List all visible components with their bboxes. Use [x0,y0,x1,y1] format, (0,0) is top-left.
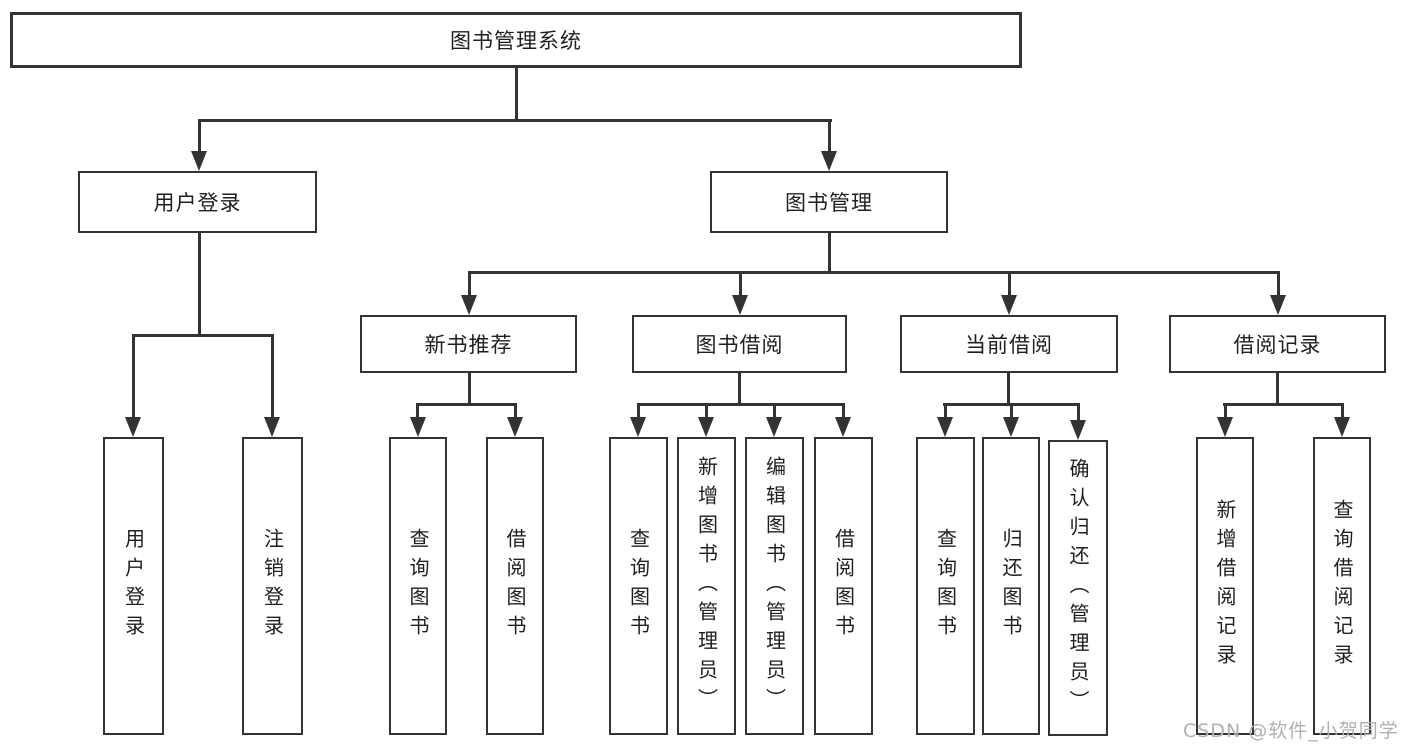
connector-drop-user-login [198,119,201,153]
connector-drop-recd-query [1341,403,1344,419]
leaf-recommend-borrow-books: 借阅图书 [486,437,544,735]
leaf-query-borrow-record-label: 查询借阅记录 [1330,499,1354,673]
leaf-confirm-return-admin: 确认归还（管理员） [1048,440,1108,736]
connector-book-mgmt-stem [828,233,831,274]
leaf-current-query-books-label: 查询图书 [933,528,958,644]
arrowhead-bor-edit [766,417,782,437]
node-current-borrow: 当前借阅 [900,315,1118,373]
arrowhead-bor-query [630,417,646,437]
node-new-book-recommend-label: 新书推荐 [424,333,513,357]
connector-drop-borrow [739,271,742,297]
node-book-borrow: 图书借阅 [632,315,847,373]
leaf-query-borrow-record: 查询借阅记录 [1313,437,1371,735]
arrowhead-rec-borrow [507,417,523,437]
node-borrow-records-label: 借阅记录 [1233,333,1322,357]
connector-recommend-crossbar [416,403,517,406]
connector-user-login-stem [198,233,201,336]
node-borrow-records: 借阅记录 [1169,315,1386,373]
arrowhead-bor-borrow [835,417,851,437]
leaf-borrow-books-label: 借阅图书 [831,528,856,644]
node-current-borrow-label: 当前借阅 [965,333,1053,357]
arrowhead-bor-add [698,417,714,437]
connector-level3-crossbar [468,271,1280,274]
connector-drop-bor-edit [773,403,776,419]
leaf-edit-books-admin: 编辑图书（管理员） [745,437,804,735]
leaf-current-query-books: 查询图书 [916,437,975,735]
csdn-watermark: CSDN @软件_小贺同学 [1183,720,1399,742]
arrowhead-cur-return [1003,417,1019,437]
connector-drop-recd-add [1224,403,1227,419]
leaf-add-books-admin: 新增图书（管理员） [677,437,736,735]
leaf-recommend-borrow-books-label: 借阅图书 [503,528,527,644]
arrowhead-leaf-login [125,417,141,437]
node-new-book-recommend: 新书推荐 [360,315,577,373]
connector-drop-bor-query [637,403,640,419]
arrowhead-recommend [461,295,477,315]
leaf-borrow-books: 借阅图书 [814,437,873,735]
connector-records-stem [1276,373,1279,406]
connector-drop-bor-add [705,403,708,419]
arrowhead-leaf-logout [264,417,280,437]
connector-drop-rec-borrow [514,403,517,419]
leaf-logout: 注销登录 [242,437,303,735]
connector-recommend-stem [468,373,471,406]
connector-drop-cur-confirm [1077,403,1080,422]
connector-user-login-crossbar [132,334,274,337]
arrowhead-user-login [191,151,207,171]
arrowhead-rec-query [410,417,426,437]
leaf-recommend-query-books: 查询图书 [389,437,447,735]
node-book-management-label: 图书管理 [785,191,873,215]
arrowhead-cur-confirm [1070,420,1086,440]
node-library-system-label: 图书管理系统 [450,29,582,53]
node-user-login: 用户登录 [78,171,317,233]
arrowhead-current [1001,295,1017,315]
arrowhead-records [1270,295,1286,315]
connector-drop-rec-query [416,403,419,419]
connector-drop-cur-return [1010,403,1013,419]
leaf-logout-label: 注销登录 [260,528,285,644]
connector-drop-book-mgmt [828,119,831,153]
leaf-confirm-return-admin-label: 确认归还（管理员） [1066,457,1090,719]
connector-drop-records [1277,271,1280,297]
connector-drop-bor-borrow [842,403,845,419]
connector-drop-leaf-login [132,334,135,419]
node-book-borrow-label: 图书借阅 [695,333,784,357]
arrowhead-cur-query [937,417,953,437]
leaf-return-books-label: 归还图书 [999,528,1023,644]
connector-drop-leaf-logout [271,334,274,419]
leaf-borrow-query-books-label: 查询图书 [626,528,651,644]
node-library-system: 图书管理系统 [10,12,1022,68]
connector-borrow-crossbar [637,403,845,406]
leaf-return-books: 归还图书 [982,437,1040,735]
leaf-add-borrow-record: 新增借阅记录 [1196,437,1254,735]
connector-drop-current [1008,271,1011,297]
node-book-management: 图书管理 [710,171,948,233]
connector-borrow-stem [738,373,741,406]
leaf-edit-books-admin-label: 编辑图书（管理员） [762,455,787,717]
leaf-user-login-label: 用户登录 [121,528,146,644]
arrowhead-recd-add [1217,417,1233,437]
leaf-user-login: 用户登录 [103,437,164,735]
leaf-add-borrow-record-label: 新增借阅记录 [1213,499,1237,673]
arrowhead-borrow [732,295,748,315]
arrowhead-recd-query [1334,417,1350,437]
leaf-borrow-query-books: 查询图书 [609,437,668,735]
connector-drop-cur-query [944,403,947,419]
leaf-add-books-admin-label: 新增图书（管理员） [694,455,719,717]
connector-level2-crossbar [198,119,832,122]
connector-records-crossbar [1223,403,1344,406]
leaf-recommend-query-books-label: 查询图书 [406,528,430,644]
connector-current-stem [1007,373,1010,406]
connector-root-stem [515,68,518,120]
node-user-login-label: 用户登录 [153,191,242,215]
connector-drop-recommend [468,271,471,297]
arrowhead-book-mgmt [821,151,837,171]
